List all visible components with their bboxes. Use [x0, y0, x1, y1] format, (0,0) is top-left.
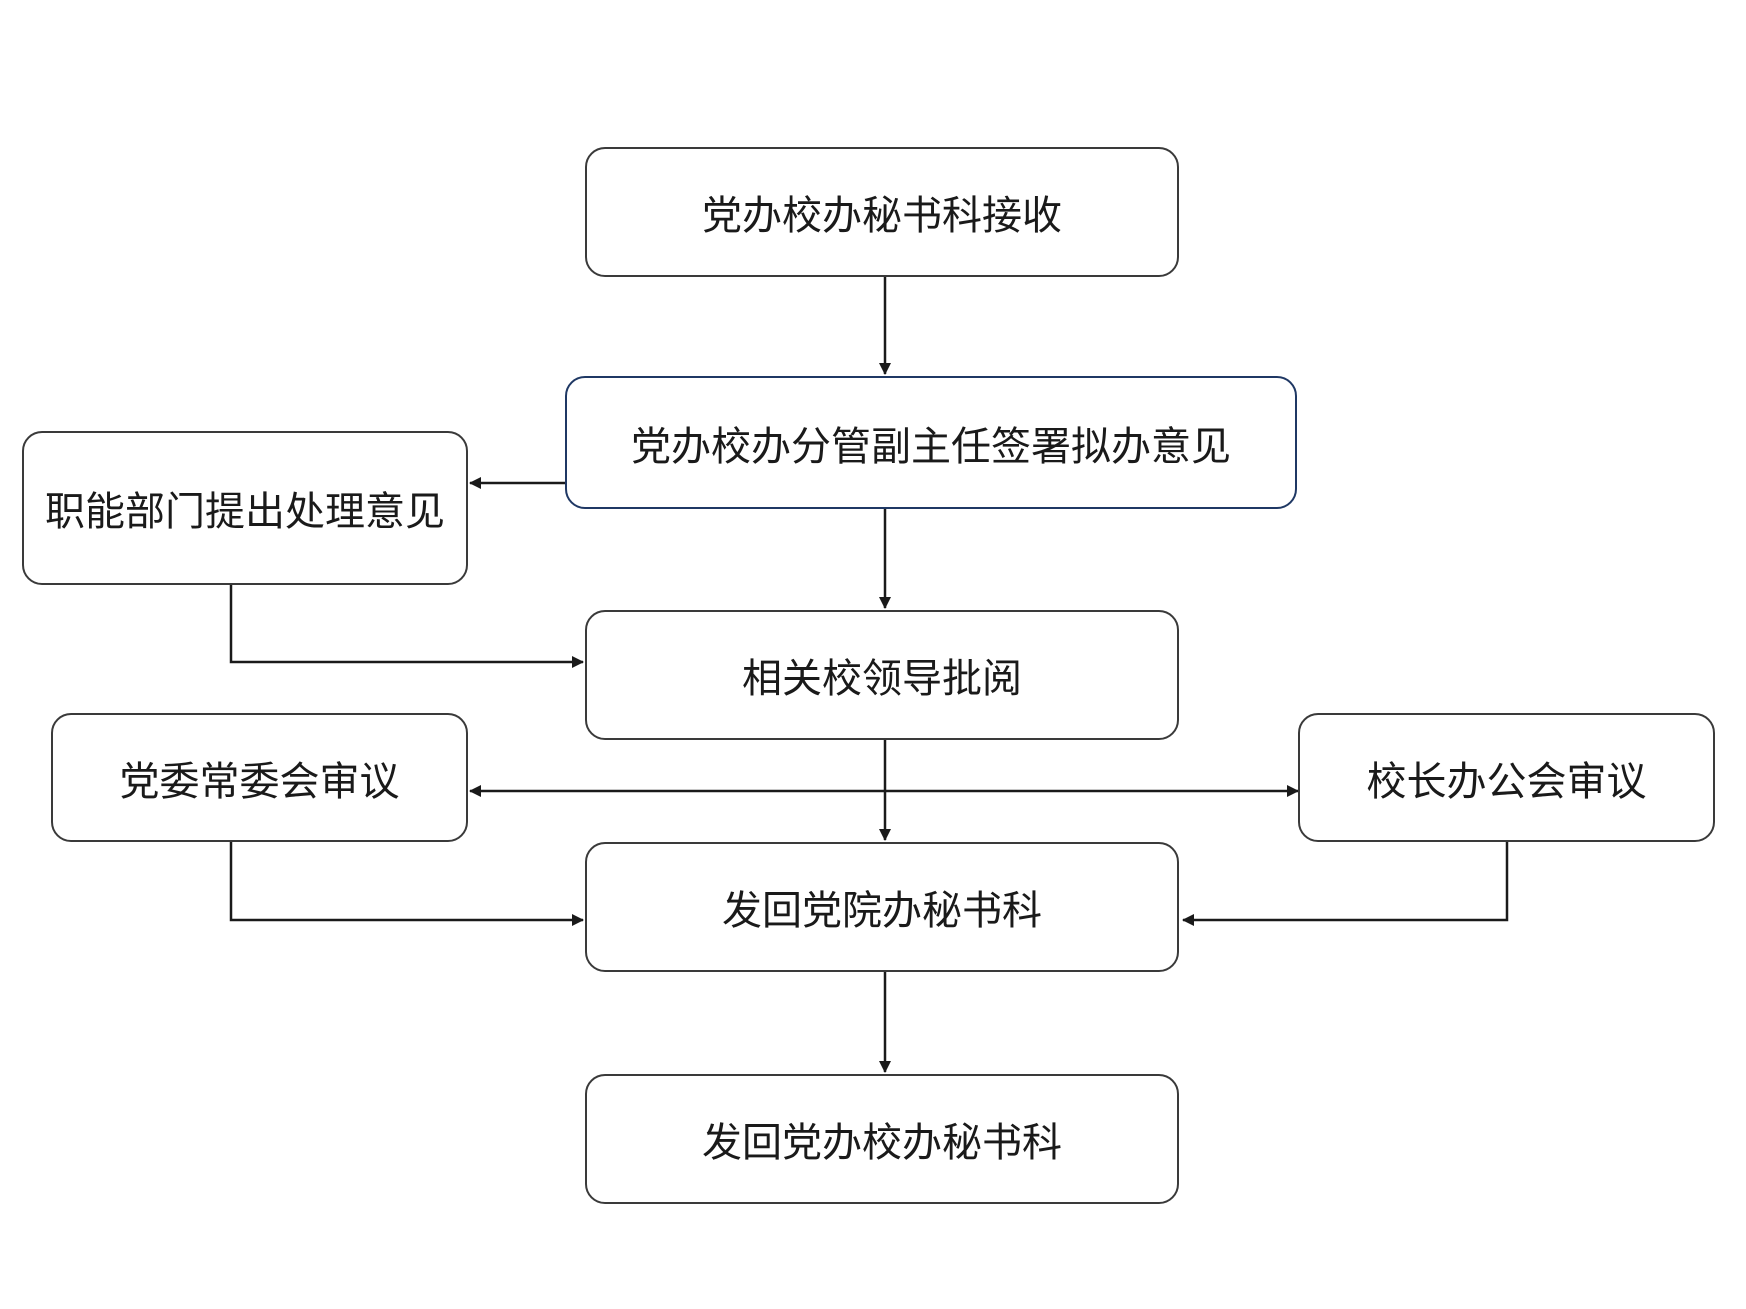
node-return-party-office: 发回党院办秘书科: [585, 842, 1179, 972]
arrow-functional-to-leaders: [229, 585, 584, 668]
node-principal-meeting-label: 校长办公会审议: [1366, 758, 1647, 805]
node-receive-label: 党办校办秘书科接收: [702, 193, 1062, 239]
node-return-final-label: 发回党办校办秘书科: [702, 1120, 1062, 1166]
node-functional-dept-label: 职能部门提出处理意见: [45, 489, 445, 535]
node-school-leaders: 相关校领导批阅: [585, 610, 1179, 740]
arrow-committee-to-return: [229, 842, 584, 926]
node-receive: 党办校办秘书科接收: [585, 147, 1179, 277]
node-return-final: 发回党办校办秘书科: [585, 1074, 1179, 1204]
node-party-committee-label: 党委常委会审议: [119, 758, 400, 805]
arrow-principal-to-return: [1182, 842, 1509, 926]
node-principal-meeting: 校长办公会审议: [1298, 713, 1715, 842]
node-party-committee: 党委常委会审议: [51, 713, 468, 842]
node-deputy-director-label: 党办校办分管副主任签署拟办意见: [631, 423, 1231, 470]
node-deputy-director: 党办校办分管副主任签署拟办意见: [565, 376, 1297, 509]
node-functional-dept: 职能部门提出处理意见: [22, 431, 468, 585]
node-school-leaders-label: 相关校领导批阅: [742, 656, 1022, 702]
node-return-party-office-label: 发回党院办秘书科: [722, 888, 1042, 934]
